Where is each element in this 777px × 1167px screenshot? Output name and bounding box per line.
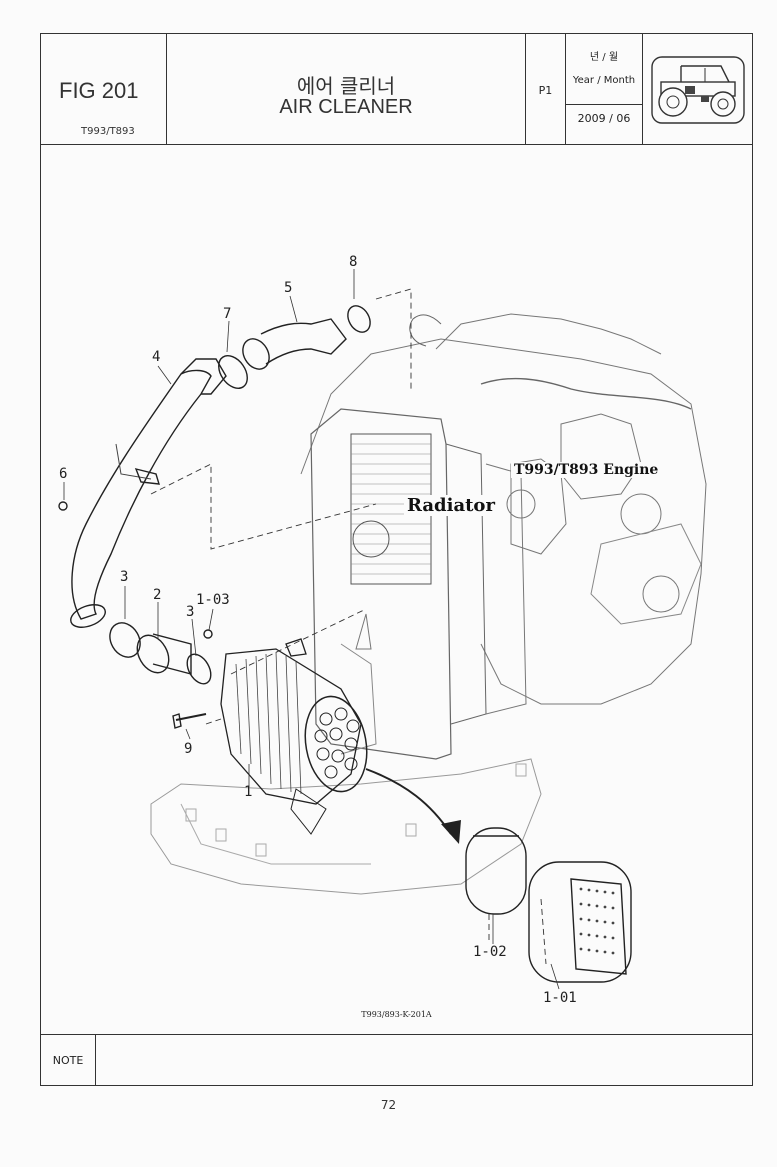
date-value: 2009 / 06: [577, 112, 631, 125]
callout-part-6: 6: [59, 466, 68, 482]
callout-part-9: 9: [184, 741, 193, 757]
callout-part-7: 7: [223, 306, 232, 322]
page-cell: P1: [526, 34, 566, 144]
drawing-code: T993/893-K-201A: [361, 1010, 432, 1019]
callout-part-4: 4: [152, 349, 161, 365]
title-cell: 에어 클리너 AIR CLEANER: [167, 34, 526, 144]
tractor-icon: [651, 56, 745, 124]
callout-part-1: 1: [244, 784, 253, 800]
model-number: T993/T893: [81, 126, 135, 137]
tractor-cell: [643, 34, 752, 144]
engine-label: T993/T893 Engine: [511, 462, 662, 478]
page-number: 72: [380, 1098, 397, 1112]
callout-part-5: 5: [284, 280, 293, 296]
callout-part-1-01: 1-01: [543, 990, 577, 1006]
exploded-view-drawing: T993/T893 Engine Radiator 8 5 7 4 6 3 2 …: [41, 144, 752, 1034]
date-header-korean: 년 / 월: [589, 52, 619, 63]
note-row: NOTE: [41, 1034, 752, 1086]
date-header: 년 / 월 Year / Month: [566, 34, 642, 105]
page-frame: FIG 201 T993/T893 에어 클리너 AIR CLEANER P1 …: [40, 33, 753, 1086]
note-label: NOTE: [41, 1035, 96, 1086]
page-label: P1: [538, 84, 553, 97]
callout-part-8: 8: [349, 254, 358, 270]
fig-cell: FIG 201 T993/T893: [41, 34, 167, 144]
title-english: AIR CLEANER: [279, 96, 413, 118]
title-korean: 에어 클리너: [296, 74, 396, 98]
title-block: FIG 201 T993/T893 에어 클리너 AIR CLEANER P1 …: [41, 34, 752, 145]
fig-number: FIG 201: [59, 78, 139, 103]
callout-part-1-02: 1-02: [473, 944, 507, 960]
date-cell: 년 / 월 Year / Month 2009 / 06: [566, 34, 643, 144]
callout-part-3-upper: 3: [120, 569, 129, 585]
date-header-english: Year / Month: [572, 75, 636, 86]
parts-illustration: [58, 269, 707, 990]
radiator-label: Radiator: [404, 495, 498, 516]
callout-part-3-lower: 3: [186, 604, 195, 620]
callout-part-1-03: 1-03: [196, 592, 230, 608]
callout-part-2: 2: [153, 587, 162, 603]
